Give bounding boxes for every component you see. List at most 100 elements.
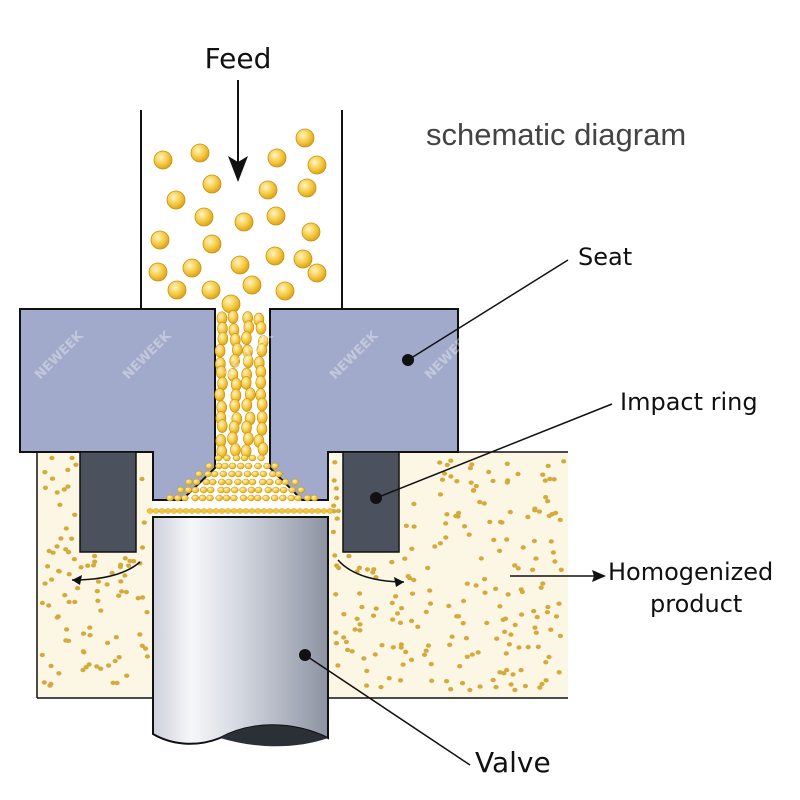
product-dot (547, 476, 553, 482)
feed-droplet (164, 508, 172, 514)
product-dot (61, 487, 67, 492)
impact-ring-label: Impact ring (620, 388, 758, 416)
product-dot (478, 556, 484, 561)
product-dot (467, 687, 473, 693)
feed-droplet (241, 331, 252, 346)
feed-droplet (291, 478, 300, 486)
feed-droplet (176, 508, 184, 514)
product-dot (534, 614, 540, 620)
product-dot (556, 670, 562, 675)
product-dot (409, 591, 416, 596)
product-dot (371, 567, 377, 572)
product-dot (364, 567, 370, 572)
feed-droplet (227, 310, 239, 324)
feed-droplet (314, 508, 322, 514)
product-dot (497, 670, 503, 675)
product-dot (522, 683, 529, 689)
product-dot (139, 545, 146, 550)
product-dot (456, 510, 462, 516)
product-dot (497, 604, 503, 609)
feed-droplet (195, 470, 203, 478)
feed-droplet (296, 508, 304, 514)
product-dot (49, 577, 55, 582)
product-dot (144, 610, 150, 615)
feed-droplet (310, 494, 319, 502)
product-dot (469, 652, 475, 657)
feed-droplet (244, 462, 253, 470)
product-dot (390, 617, 396, 622)
feed-droplet (185, 478, 193, 486)
product-dot (462, 524, 468, 529)
product-dot (64, 627, 70, 632)
feed-droplet (146, 508, 154, 514)
product-dot (556, 601, 562, 606)
feed-droplet (275, 470, 283, 478)
product-dot (444, 679, 450, 684)
product-dot (41, 680, 47, 685)
product-dot (539, 681, 545, 687)
feed-droplet (200, 508, 208, 514)
product-dot (551, 477, 557, 482)
feed-droplet (166, 190, 186, 210)
product-dot (400, 662, 406, 667)
product-dot (332, 460, 338, 465)
product-dot (341, 612, 347, 617)
product-dot (379, 643, 385, 648)
product-dot (352, 627, 358, 632)
product-dot (48, 681, 54, 687)
product-dot (557, 633, 564, 639)
feed-droplet (295, 128, 315, 148)
product-dot (334, 563, 340, 568)
product-dot (94, 664, 100, 669)
product-dot (341, 635, 347, 640)
product-dot (546, 513, 552, 518)
product-dot (69, 455, 75, 461)
product-dot (515, 566, 521, 571)
product-dot (502, 629, 508, 634)
feed-droplet (234, 212, 254, 232)
product-dot (439, 477, 446, 482)
product-dot (46, 548, 52, 554)
product-dot (118, 579, 124, 584)
feed-droplet (303, 494, 312, 502)
product-dot (390, 645, 396, 650)
product-dot (542, 478, 548, 483)
product-dot (393, 594, 399, 599)
feed-droplet (272, 508, 280, 514)
feed-droplet (202, 174, 222, 194)
product-dot (106, 663, 112, 668)
product-dot (470, 488, 476, 493)
product-dot (127, 558, 133, 564)
product-dot (333, 630, 339, 635)
product-dot (536, 509, 543, 514)
product-dot (429, 678, 435, 683)
product-dot (92, 553, 98, 559)
product-dot (72, 599, 78, 605)
product-dot (39, 600, 46, 606)
product-dot (91, 563, 97, 568)
feed-droplet (192, 478, 201, 486)
product-dot (437, 460, 443, 465)
feed-droplet (254, 486, 263, 494)
product-dot (545, 604, 551, 610)
feed-droplet (259, 470, 268, 478)
product-dot (42, 470, 48, 475)
product-dot (131, 559, 137, 564)
product-dot (399, 606, 405, 611)
feed-droplet (191, 494, 199, 502)
feed-droplet (202, 478, 211, 486)
product-dot (493, 586, 499, 591)
product-dot (504, 667, 510, 673)
product-dot (87, 633, 93, 638)
product-dot (532, 508, 538, 513)
feed-droplet (210, 470, 219, 478)
feed-droplet (150, 230, 170, 250)
product-dot (507, 509, 513, 515)
feed-droplet (297, 178, 317, 198)
feed-droplet (287, 494, 295, 502)
feed-droplet (241, 398, 253, 412)
feed-droplet (230, 494, 238, 502)
feed-droplet (253, 494, 262, 502)
product-dot (65, 484, 71, 489)
feed-droplet (320, 508, 328, 514)
